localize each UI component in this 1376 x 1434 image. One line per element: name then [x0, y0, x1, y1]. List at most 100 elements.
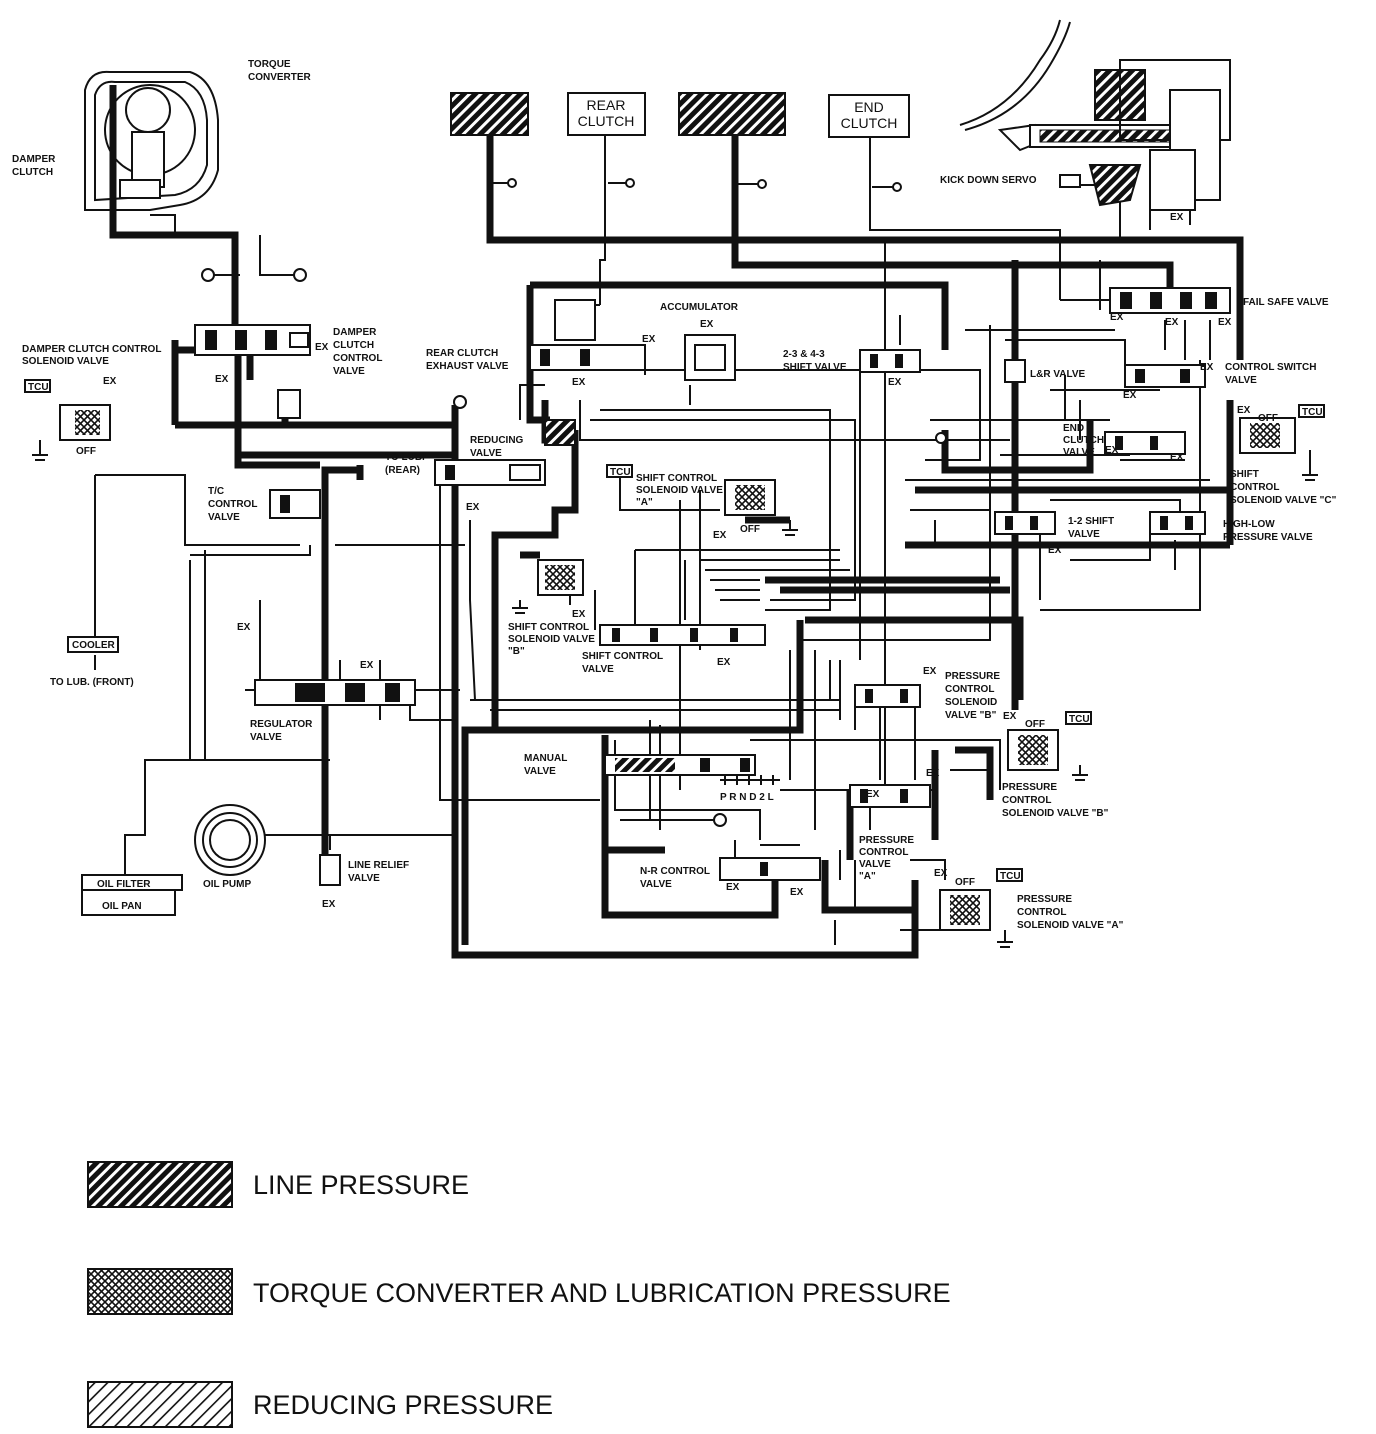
to-lub-front-label: TO LUB. (FRONT): [50, 677, 134, 688]
ex-label: EX: [1170, 212, 1184, 223]
ex-label: EX: [866, 789, 880, 800]
oil-filter: [81, 874, 183, 891]
ex-label: EX: [713, 530, 727, 541]
ex-label: EX: [923, 666, 937, 677]
reducing-valve-label-1: REDUCING: [470, 435, 524, 446]
high-low-pressure-valve: [1149, 511, 1206, 535]
regulator-valve-label-1: REGULATOR: [250, 719, 313, 730]
ex-label: EX: [1048, 545, 1062, 556]
end-clutch-valve: [1104, 431, 1186, 455]
to-lub-rear-label-2: (REAR): [385, 465, 420, 476]
dcc-valve-label-4: VALVE: [333, 366, 365, 377]
oil-pump-label: OIL PUMP: [203, 879, 251, 890]
pcs-b-lower-label-2: CONTROL: [1002, 795, 1051, 806]
pressure-control-solenoid-valve-b-upper: [854, 684, 921, 708]
ex-label: EX: [1003, 711, 1017, 722]
legend-swatch-torque: [87, 1268, 233, 1315]
legend-item-reducing: REDUCING PRESSURE: [87, 1381, 553, 1428]
shift-control-valve-label-1: SHIFT CONTROL: [582, 651, 663, 662]
ex-label: EX: [215, 374, 229, 385]
oil-pump: [194, 804, 266, 876]
line-pressure-box-1: [450, 92, 529, 136]
tcu-label-2: TCU: [610, 467, 631, 478]
shift-a-label-1: SHIFT CONTROL: [636, 473, 717, 484]
line-pressure-box-2: [678, 92, 786, 136]
ex-label: EX: [1165, 317, 1179, 328]
rear-clutch-box: REAR CLUTCH: [567, 92, 646, 136]
torque-converter-label-1: TORQUE: [248, 59, 291, 70]
tcu-label-1: TCU: [28, 382, 49, 393]
rear-clutch-exhaust-label-1: REAR CLUTCH: [426, 348, 498, 359]
line-relief-label-2: VALVE: [348, 873, 380, 884]
ex-label: EX: [1105, 445, 1119, 456]
regulator-valve-label-2: VALVE: [250, 732, 282, 743]
nr-control-label-2: VALVE: [640, 879, 672, 890]
pcs-a-label-2: CONTROL: [1017, 907, 1066, 918]
ground-symbols: [32, 440, 1318, 948]
high-low-label-1: HIGH-LOW: [1223, 519, 1275, 530]
pcs-b-lower-label-1: PRESSURE: [1002, 782, 1057, 793]
tcu-label-3: TCU: [1302, 407, 1323, 418]
pcs-b-upper-label-4: VALVE "B": [945, 710, 997, 721]
legend: LINE PRESSURE TORQUE CONVERTER AND LUBRI…: [87, 1161, 951, 1428]
shift-c-label-3: SOLENOID VALVE "C": [1230, 495, 1337, 506]
reducing-valve-label-2: VALVE: [470, 448, 502, 459]
tcu-label-4: TCU: [1069, 714, 1090, 725]
shift-b-label-2: SOLENOID VALVE: [508, 634, 595, 645]
ex-label: EX: [926, 768, 940, 779]
pcv-a-label-2: CONTROL: [859, 847, 908, 858]
high-low-label-2: PRESSURE VALVE: [1223, 532, 1313, 543]
ex-label: EX: [790, 887, 804, 898]
oil-pan-label: OIL PAN: [102, 901, 142, 912]
dcc-valve-label-2: CLUTCH: [333, 340, 374, 351]
torque-converter: [84, 70, 219, 211]
dcc-solenoid-label-1: DAMPER CLUTCH CONTROL: [22, 344, 161, 355]
tc-control-label-3: VALVE: [208, 512, 240, 523]
cooler-label: COOLER: [72, 640, 116, 651]
damper-clutch-label-1: DAMPER: [12, 154, 56, 165]
shift-12-label-1: 1-2 SHIFT: [1068, 516, 1114, 527]
ex-label: EX: [1200, 362, 1214, 373]
ex-label: EX: [315, 342, 329, 353]
ex-label: EX: [1218, 317, 1232, 328]
shift-c-label-1: SHIFT: [1230, 469, 1259, 480]
ex-label: EX: [322, 899, 336, 910]
dcc-valve-label-3: CONTROL: [333, 353, 382, 364]
pcv-a-label-3: VALVE: [859, 859, 891, 870]
rear-clutch-label-1: REAR: [587, 97, 626, 113]
rear-clutch-label-2: CLUTCH: [578, 113, 635, 129]
fail-safe-valve-label: FAIL SAFE VALVE: [1243, 297, 1329, 308]
accumulator-label: ACCUMULATOR: [660, 302, 739, 313]
nr-control-label-1: N-R CONTROL: [640, 866, 710, 877]
ex-label: EX: [572, 609, 586, 620]
valve-bodies: [59, 287, 1296, 931]
oil-filter-label: OIL FILTER: [97, 879, 151, 890]
legend-label-torque: TORQUE CONVERTER AND LUBRICATION PRESSUR…: [253, 1278, 951, 1308]
rear-clutch-exhaust-label-2: EXHAUST VALVE: [426, 361, 509, 372]
legend-item-torque: TORQUE CONVERTER AND LUBRICATION PRESSUR…: [87, 1268, 951, 1315]
pcs-b-upper-label-3: SOLENOID: [945, 697, 997, 708]
off-label: OFF: [1258, 413, 1278, 424]
pcs-b-upper-label-2: CONTROL: [945, 684, 994, 695]
end-clutch-valve-label-1: END: [1063, 423, 1084, 434]
dcc-valve-label-1: DAMPER: [333, 327, 377, 338]
shift-control-valve: [599, 624, 766, 646]
end-clutch-box: END CLUTCH: [828, 94, 910, 138]
off-label: OFF: [1025, 719, 1045, 730]
tc-control-label-2: CONTROL: [208, 499, 257, 510]
damper-clutch-label-2: CLUTCH: [12, 167, 53, 178]
shift-valve-12: [994, 511, 1056, 535]
pcs-a-label-1: PRESSURE: [1017, 894, 1072, 905]
ex-label: EX: [360, 660, 374, 671]
off-label: OFF: [955, 877, 975, 888]
to-lub-rear-label-1: TO LUB.: [385, 452, 425, 463]
ex-label: EX: [1110, 312, 1124, 323]
lr-valve-label: L&R VALVE: [1030, 369, 1086, 380]
tc-control-label-1: T/C: [208, 486, 224, 497]
ex-label: EX: [1237, 405, 1251, 416]
ex-label: EX: [642, 334, 656, 345]
manual-valve-label-2: VALVE: [524, 766, 556, 777]
shift-control-valve-label-2: VALVE: [582, 664, 614, 675]
off-label: OFF: [76, 446, 96, 457]
